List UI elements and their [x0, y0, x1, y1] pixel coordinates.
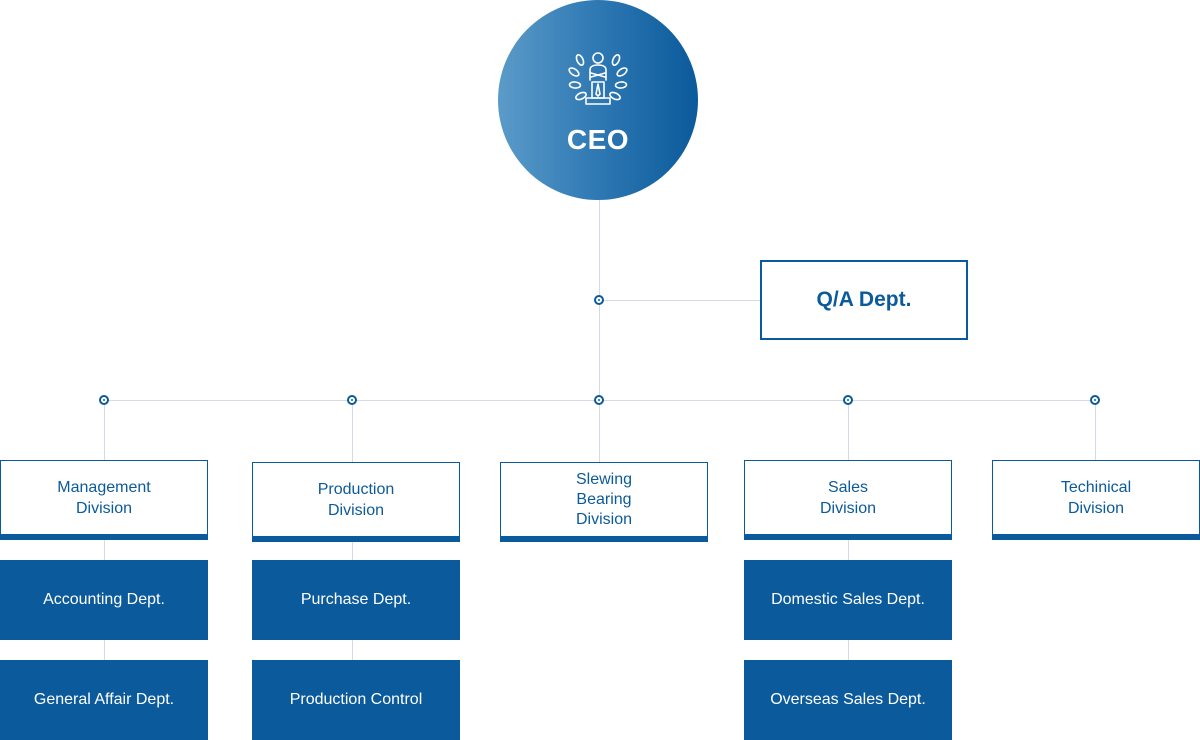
qa-node-dot — [594, 295, 604, 305]
dept-production-control: Production Control — [252, 660, 460, 740]
division-node-dot — [1090, 395, 1100, 405]
qa-connector-line — [599, 300, 760, 301]
division-node-dot — [347, 395, 357, 405]
ceo-node: CEO — [498, 0, 698, 200]
ceo-trunk-line — [599, 200, 600, 462]
division-management: Management Division — [0, 460, 208, 540]
division-label: Management Division — [57, 478, 151, 517]
division-node-dot — [99, 395, 109, 405]
division-drop-line — [1095, 400, 1096, 460]
dept-label: Purchase Dept. — [300, 591, 412, 608]
division-drop-line — [848, 400, 849, 460]
division-label: Techinical Division — [1060, 478, 1132, 517]
division-drop-line — [104, 400, 105, 460]
qa-dept-label: Q/A Dept. — [816, 288, 912, 311]
dept-domestic-sales: Domestic Sales Dept. — [744, 560, 952, 640]
dept-label: Production Control — [289, 691, 423, 708]
dept-label: Domestic Sales Dept. — [771, 591, 925, 608]
dept-label: Overseas Sales Dept. — [770, 691, 926, 708]
division-label: Slewing Bearing Division — [575, 470, 633, 528]
qa-dept-box: Q/A Dept. — [760, 260, 968, 340]
division-label: Sales Division — [819, 478, 876, 517]
dept-overseas-sales: Overseas Sales Dept. — [744, 660, 952, 740]
division-node-dot — [594, 395, 604, 405]
division-technical: Techinical Division — [992, 460, 1200, 540]
dept-accounting: Accounting Dept. — [0, 560, 208, 640]
division-production: Production Division — [252, 462, 460, 542]
dept-purchase: Purchase Dept. — [252, 560, 460, 640]
dept-label: Accounting Dept. — [43, 591, 165, 608]
dept-general-affair: General Affair Dept. — [0, 660, 208, 740]
division-slewing-bearing: Slewing Bearing Division — [500, 462, 708, 542]
division-sales: Sales Division — [744, 460, 952, 540]
division-label: Production Division — [317, 480, 395, 519]
leader-laurel-icon — [568, 52, 628, 105]
ceo-label: CEO — [566, 124, 630, 155]
division-drop-line — [352, 400, 353, 462]
division-node-dot — [843, 395, 853, 405]
dept-label: General Affair Dept. — [33, 691, 175, 708]
